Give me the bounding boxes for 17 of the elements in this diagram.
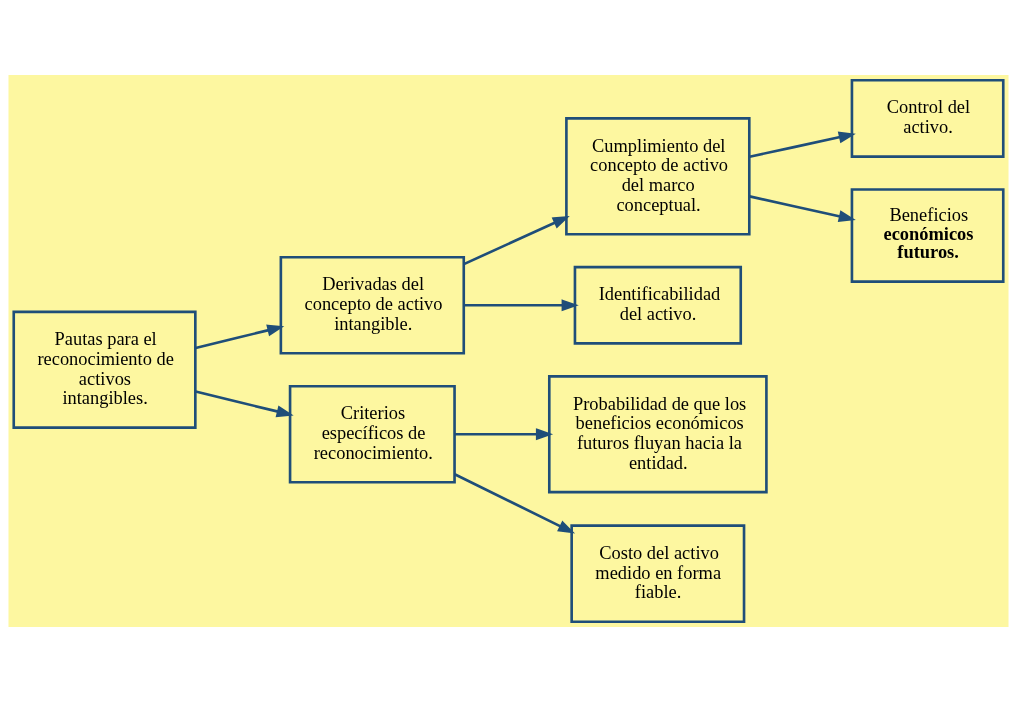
node-box: Beneficios económicos futuros.	[850, 188, 1005, 283]
arrow	[749, 195, 856, 223]
node-box: Cumplimiento del concepto de activo del marco conceptual.	[565, 117, 751, 236]
node-box: Derivadas del concepto de activo intangible.	[279, 255, 466, 355]
arrow	[463, 299, 579, 312]
arrow	[195, 324, 285, 350]
node-box: Criterios específicos de reconocimiento.	[288, 384, 456, 484]
node-box: Identificabilidad del activo.	[573, 265, 743, 345]
arrow	[195, 390, 294, 418]
node-box: Pautas para el reconocimiento de activos intangibles.	[12, 310, 197, 429]
arrow	[454, 473, 576, 534]
arrow	[749, 131, 856, 158]
node-box: Probabilidad de que los beneficios económicos futuros fluyan hacia la entidad.	[547, 375, 768, 494]
arrow	[463, 215, 570, 266]
node-box: Costo del activo medido en forma fiable.	[570, 524, 746, 624]
arrow	[454, 428, 554, 441]
node-box: Control del activo.	[850, 78, 1005, 158]
